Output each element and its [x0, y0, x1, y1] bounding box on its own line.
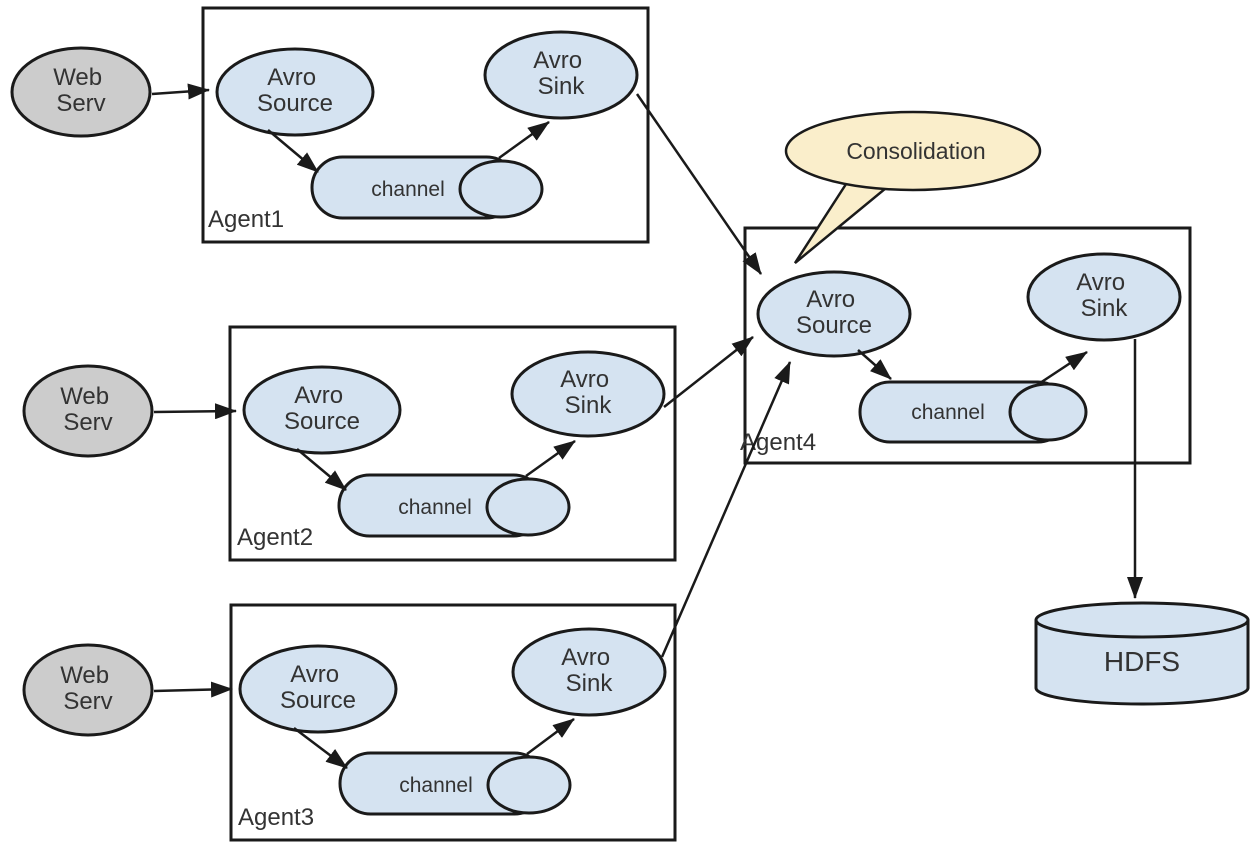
channel-end-ellipse	[485, 477, 571, 537]
channel-end-ellipse	[486, 755, 572, 815]
node-label-line: Avro	[560, 366, 609, 393]
node-label-line: Sink	[566, 670, 614, 697]
avro-source-ellipse	[238, 644, 398, 734]
web-serv-label: Web Serv	[60, 383, 116, 436]
agent3-avro-sink-node: Avro Sink	[511, 627, 667, 717]
node-label-line: Sink	[565, 392, 613, 419]
node-label-line: Web	[60, 383, 109, 410]
hdfs-cylinder: HDFS	[1034, 601, 1250, 706]
channel-end-ellipse	[458, 159, 544, 219]
arrow-channel1-to-sink1	[498, 120, 550, 160]
node-label-line: Sink	[538, 73, 586, 100]
arrow-source2-to-channel2	[296, 448, 347, 491]
node-label-line: Source	[280, 687, 356, 714]
hdfs-label: HDFS	[1104, 646, 1180, 677]
node-label-line: Avro	[1076, 269, 1125, 296]
arrow-channel3-to-sink3	[526, 717, 575, 756]
web-serv-label: Web Serv	[53, 64, 109, 117]
agent4-avro-source-node: Avro Source	[756, 270, 912, 358]
avro-sink-ellipse	[1026, 252, 1182, 342]
node-label-line: Sink	[1081, 295, 1129, 322]
node-label-line: Source	[796, 312, 872, 339]
arrow-sink3-to-source4	[660, 361, 792, 658]
channel-end-ellipse	[1008, 382, 1088, 442]
arrow-channel4-to-sink4	[1039, 350, 1088, 385]
agent4-avro-sink-node: Avro Sink	[1026, 252, 1182, 342]
arrow-webserv2-to-source2	[153, 403, 237, 420]
avro-source-ellipse	[215, 47, 375, 137]
avro-source-label: Avro Source	[280, 661, 356, 714]
node-label-line: Avro	[267, 64, 316, 91]
avro-sink-label: Avro Sink	[560, 366, 616, 419]
arrow-source4-to-channel4	[857, 349, 892, 380]
agent4-label: Agent4	[740, 429, 816, 456]
avro-sink-label: Avro Sink	[1076, 269, 1132, 322]
channel-label: channel	[911, 401, 985, 424]
agent1-channel-node: channel	[310, 155, 544, 220]
web-serv-label: Web Serv	[60, 662, 116, 715]
arrow-webserv1-to-source1	[151, 83, 210, 100]
agent1-avro-sink-node: Avro Sink	[483, 30, 639, 120]
web-serv-ellipse	[22, 643, 154, 737]
agent2-box	[228, 325, 677, 562]
node-label-line: Web	[53, 64, 102, 91]
agent1-box	[201, 6, 650, 244]
agent2-web-serv-node: Web Serv	[22, 364, 154, 458]
channel-label: channel	[371, 178, 445, 201]
arrows	[151, 83, 1143, 769]
avro-sink-label: Avro Sink	[533, 47, 589, 100]
avro-source-ellipse	[756, 270, 912, 358]
avro-sink-ellipse	[510, 350, 666, 438]
web-serv-ellipse	[10, 46, 152, 138]
agent3-web-serv-node: Web Serv	[22, 643, 154, 737]
agent1-avro-source-node: Avro Source	[215, 47, 375, 137]
arrow-sink1-to-source4	[635, 93, 763, 275]
agent1-web-serv-node: Web Serv	[10, 46, 152, 138]
channel-label: channel	[399, 774, 473, 797]
arrow-channel2-to-sink2	[525, 439, 576, 478]
web-serv-ellipse	[22, 364, 154, 458]
avro-sink-label: Avro Sink	[561, 644, 617, 697]
arrow-webserv3-to-source3	[153, 681, 233, 698]
avro-source-ellipse	[242, 365, 402, 455]
agent4-channel-node: channel	[858, 380, 1088, 444]
node-label-line: Avro	[806, 286, 855, 313]
avro-source-label: Avro Source	[284, 382, 360, 435]
agent3-channel-node: channel	[338, 751, 572, 816]
avro-source-label: Avro Source	[257, 64, 333, 117]
agent3-box	[229, 603, 677, 842]
node-label-line: Avro	[294, 382, 343, 409]
node-label-line: Avro	[533, 47, 582, 74]
node-label-line: Serv	[63, 409, 112, 436]
agent1-label: Agent1	[208, 206, 284, 233]
consolidation-callout: Consolidation	[784, 110, 1042, 264]
agent2-avro-source-node: Avro Source	[242, 365, 402, 455]
agent3-label: Agent3	[238, 804, 314, 831]
avro-source-label: Avro Source	[796, 286, 872, 339]
callout-bubble	[784, 110, 1042, 192]
node-label-line: Web	[60, 662, 109, 689]
hdfs-body	[1034, 620, 1250, 706]
channel-label: channel	[398, 496, 472, 519]
agent3-avro-source-node: Avro Source	[238, 644, 398, 734]
node-label-line: Serv	[56, 90, 105, 117]
agent2-channel-node: channel	[337, 473, 571, 538]
arrow-source3-to-channel3	[293, 727, 348, 769]
node-label-line: Avro	[290, 661, 339, 688]
avro-sink-ellipse	[483, 30, 639, 120]
agent2-avro-sink-node: Avro Sink	[510, 350, 666, 438]
arrow-source1-to-channel1	[267, 129, 319, 173]
node-label-line: Avro	[561, 644, 610, 671]
agent2-label: Agent2	[237, 524, 313, 551]
callout-label: Consolidation	[846, 138, 985, 164]
avro-sink-ellipse	[511, 627, 667, 717]
hdfs-top	[1034, 601, 1250, 639]
node-label-line: Serv	[63, 688, 112, 715]
node-label-line: Source	[284, 408, 360, 435]
arrow-sink2-to-source4	[663, 336, 754, 408]
node-label-line: Source	[257, 90, 333, 117]
